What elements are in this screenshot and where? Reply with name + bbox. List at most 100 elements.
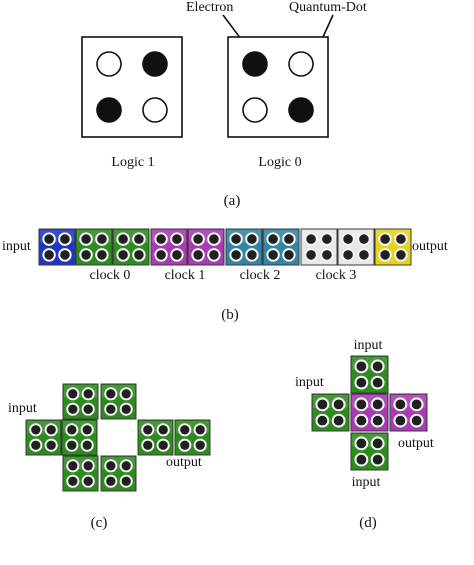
wire-cell-clock0-quantum-dot	[132, 248, 146, 262]
wire-cell-clock2-quantum-dot	[266, 232, 280, 246]
logic-1-cell	[81, 36, 183, 138]
wire-cell-clock3-quantum-dot	[341, 232, 355, 246]
majority-cell-clock0-quantum-dot	[331, 397, 346, 412]
wire-cell-input-quantum-dot	[58, 248, 72, 262]
wire-cell-clock1-quantum-dot	[191, 232, 205, 246]
majority-cell-clock0-quantum-dot	[315, 413, 330, 428]
logic-0-dot-filled	[288, 97, 314, 123]
wire-cell-clock3-quantum-dot	[357, 232, 371, 246]
majority-cell-clock1-quantum-dot	[393, 397, 408, 412]
inverter-cell-quantum-dot	[81, 474, 95, 488]
caption-a: (a)	[224, 193, 241, 209]
majority-cell-clock0-quantum-dot	[354, 452, 369, 467]
panel-a: Electron Quantum-Dot Logic 1 Logic 0 (a)	[81, 0, 367, 209]
wire-cell-output-quantum-dot	[378, 232, 392, 246]
caption-d: (d)	[359, 515, 377, 531]
inverter-cell-quantum-dot	[81, 402, 95, 416]
wire-cell-clock0-quantum-dot	[79, 232, 93, 246]
caption-b: (b)	[221, 307, 239, 323]
wire-cell-clock1-quantum-dot	[154, 232, 168, 246]
majority-cell-clock0-quantum-dot	[354, 375, 369, 390]
inverter-cell-quantum-dot	[65, 423, 79, 437]
inverter-cell-quantum-dot	[156, 423, 170, 437]
wire-cell-clock0-quantum-dot	[79, 248, 93, 262]
majority-cell-clock1-quantum-dot	[370, 413, 385, 428]
qca-majority-gate	[311, 355, 428, 471]
logic-1-dot-empty	[142, 97, 168, 123]
logic-1-dot-filled	[96, 97, 122, 123]
logic-1-label: Logic 1	[111, 155, 154, 170]
inverter-cell-quantum-dot	[81, 387, 95, 401]
panel-d: input input output input (d)	[295, 338, 434, 531]
inverter-cell-quantum-dot	[178, 438, 192, 452]
majority-cell-clock1-quantum-dot	[354, 397, 369, 412]
wire-cell-clock1-quantum-dot	[154, 248, 168, 262]
wire-output-label: output	[412, 239, 448, 254]
caption-c: (c)	[91, 515, 108, 531]
inverter-cell-quantum-dot	[119, 459, 133, 473]
logic-1-dot-empty	[96, 51, 122, 77]
wire-cell-output-quantum-dot	[394, 232, 408, 246]
majority-cell-clock0-quantum-dot	[370, 375, 385, 390]
majority-cell-clock1-quantum-dot	[354, 413, 369, 428]
inverter-cell-quantum-dot	[156, 438, 170, 452]
wire-cell-clock2-quantum-dot	[245, 248, 259, 262]
inverter-cell-quantum-dot	[65, 438, 79, 452]
electron-label: Electron	[186, 0, 233, 15]
wire-cell-clock2-quantum-dot	[229, 248, 243, 262]
majority-cell-clock1-quantum-dot	[409, 397, 424, 412]
inverter-cell-quantum-dot	[119, 402, 133, 416]
inverter-cell-quantum-dot	[29, 438, 43, 452]
wire-cell-clock0-quantum-dot	[95, 232, 109, 246]
panel-c: input output (c)	[8, 383, 211, 531]
majority-cell-clock1-quantum-dot	[370, 397, 385, 412]
inverter-cell-quantum-dot	[80, 438, 94, 452]
wire-input-label: input	[2, 239, 31, 254]
majority-cell-clock0-quantum-dot	[354, 436, 369, 451]
inverter-input-label: input	[8, 401, 37, 416]
majority-input-left-label: input	[295, 375, 324, 390]
qca-wire	[38, 228, 412, 266]
wire-cell-clock2-quantum-dot	[229, 232, 243, 246]
inverter-cell-quantum-dot	[104, 474, 118, 488]
majority-cell-clock0-quantum-dot	[370, 436, 385, 451]
inverter-cell-quantum-dot	[193, 423, 207, 437]
clock-0-label: clock 0	[90, 268, 131, 283]
wire-cell-output-quantum-dot	[378, 248, 392, 262]
inverter-cell-quantum-dot	[80, 423, 94, 437]
majority-input-bottom-label: input	[352, 475, 381, 490]
wire-cell-clock0-quantum-dot	[116, 248, 130, 262]
wire-cell-clock3-quantum-dot	[304, 232, 318, 246]
wire-cell-clock0-quantum-dot	[116, 232, 130, 246]
inverter-cell-quantum-dot	[178, 423, 192, 437]
inverter-cell-quantum-dot	[119, 474, 133, 488]
inverter-cell-quantum-dot	[66, 402, 80, 416]
wire-cell-clock1-quantum-dot	[207, 248, 221, 262]
majority-output-label: output	[398, 436, 434, 451]
wire-cell-clock3-quantum-dot	[304, 248, 318, 262]
clock-2-label: clock 2	[240, 268, 281, 283]
wire-cell-clock3-quantum-dot	[320, 248, 334, 262]
majority-cell-clock0-quantum-dot	[315, 397, 330, 412]
logic-0-dot-filled	[242, 51, 268, 77]
inverter-cell-quantum-dot	[44, 423, 58, 437]
wire-cell-clock3-quantum-dot	[357, 248, 371, 262]
wire-cell-clock1-quantum-dot	[191, 248, 205, 262]
quantum-dot-label: Quantum-Dot	[289, 0, 367, 15]
panel-b: input output clock 0 clock 1 clock 2 clo…	[2, 228, 448, 323]
wire-cell-clock2-quantum-dot	[266, 248, 280, 262]
majority-cell-clock0-quantum-dot	[354, 359, 369, 374]
majority-cell-clock1-quantum-dot	[393, 413, 408, 428]
logic-1-dot-filled	[142, 51, 168, 77]
majority-cell-clock0-quantum-dot	[370, 359, 385, 374]
wire-cell-clock2-quantum-dot	[282, 232, 296, 246]
wire-cell-input-quantum-dot	[42, 248, 56, 262]
wire-cell-clock1-quantum-dot	[207, 232, 221, 246]
majority-input-top-label: input	[354, 338, 383, 353]
majority-cell-clock0-quantum-dot	[331, 413, 346, 428]
inverter-cell-quantum-dot	[44, 438, 58, 452]
inverter-cell-quantum-dot	[29, 423, 43, 437]
wire-cell-clock3-quantum-dot	[320, 232, 334, 246]
inverter-cell-quantum-dot	[104, 459, 118, 473]
